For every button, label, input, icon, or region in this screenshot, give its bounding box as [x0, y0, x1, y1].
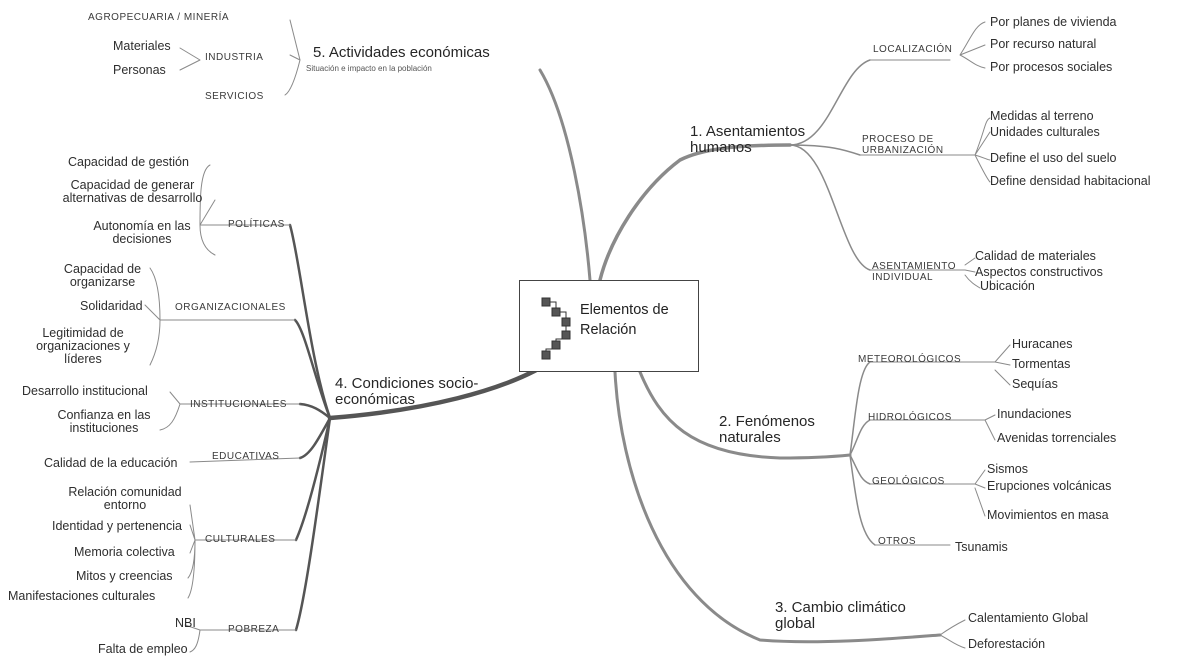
b4-item-5-3[interactable]: Memoria colectiva	[74, 545, 175, 559]
b1-item-1-2[interactable]: Por recurso natural	[990, 37, 1097, 51]
branch-4-title[interactable]: 4. Condiciones socio-económicas	[335, 375, 479, 408]
branch-5-title[interactable]: 5. Actividades económicas	[313, 44, 490, 61]
b2-item-3-2[interactable]: Erupciones volcánicas	[987, 479, 1112, 493]
b4-item-2-1[interactable]: Capacidad de organizarse	[63, 262, 142, 290]
b1-item-3-3[interactable]: Ubicación	[980, 279, 1035, 293]
b4-item-2-2[interactable]: Solidaridad	[80, 299, 143, 313]
b4-group-2-label[interactable]: ORGANIZACIONALES	[175, 302, 286, 313]
b4-item-3-1[interactable]: Desarrollo institucional	[22, 384, 148, 398]
b2-item-3-3[interactable]: Movimientos en masa	[987, 508, 1109, 522]
b1-item-2-1[interactable]: Medidas al terreno	[990, 109, 1094, 123]
central-topic-label: Elementos de Relación	[580, 302, 669, 338]
b1-item-2-2[interactable]: Unidades culturales	[990, 125, 1100, 139]
b1-item-3-2[interactable]: Aspectos constructivos	[975, 265, 1103, 279]
b1-item-3-1[interactable]: Calidad de materiales	[975, 249, 1096, 263]
b1-group-3-label[interactable]: ASENTAMIENTO INDIVIDUAL	[872, 261, 956, 283]
link-center-b5	[538, 68, 592, 282]
b2-group-4-label[interactable]: OTROS	[878, 536, 917, 547]
b5-item-2-2[interactable]: Personas	[113, 63, 166, 77]
b2-group-2-label[interactable]: HIDROLÓGICOS	[868, 412, 952, 423]
b4-item-5-5[interactable]: Manifestaciones culturales	[8, 589, 156, 603]
b2-item-1-2[interactable]: Tormentas	[1012, 357, 1071, 371]
b1-item-2-3[interactable]: Define el uso del suelo	[990, 151, 1117, 165]
b2-group-1-label[interactable]: METEOROLÓGICOS	[858, 354, 962, 365]
b2-item-2-1[interactable]: Inundaciones	[997, 407, 1072, 421]
b4-group-1-label[interactable]: POLÍTICAS	[228, 219, 285, 230]
b4-group-4-label[interactable]: EDUCATIVAS	[212, 451, 280, 462]
b5-group-3-label[interactable]: SERVICIOS	[205, 91, 264, 102]
b2-item-3-1[interactable]: Sismos	[987, 462, 1028, 476]
b4-item-5-1[interactable]: Relación comunidad entorno	[68, 485, 182, 513]
b5-group-2-label[interactable]: INDUSTRIA	[205, 52, 264, 63]
b4-item-6-2[interactable]: Falta de empleo	[98, 642, 188, 656]
b3-item-1[interactable]: Calentamiento Global	[968, 611, 1089, 625]
b4-group-5-label[interactable]: CULTURALES	[205, 534, 276, 545]
b2-item-4-1[interactable]: Tsunamis	[955, 540, 1008, 554]
branch-5-subtitle: Situación e impacto en la población	[306, 64, 432, 73]
b2-group-3-label[interactable]: GEOLÓGICOS	[872, 476, 945, 487]
link-center-b1	[598, 143, 792, 282]
b2-item-2-2[interactable]: Avenidas torrenciales	[997, 431, 1117, 445]
b5-group-1-label[interactable]: AGROPECUARIA / MINERÍA	[88, 12, 230, 23]
b1-item-1-1[interactable]: Por planes de vivienda	[990, 15, 1117, 29]
link-center-b2	[638, 370, 852, 460]
b1-item-2-4[interactable]: Define densidad habitacional	[990, 174, 1151, 188]
central-topic[interactable]: Elementos de Relación	[519, 280, 699, 372]
b4-item-5-2[interactable]: Identidad y pertenencia	[52, 519, 182, 533]
link-center-b3	[613, 370, 942, 644]
b4-item-1-3[interactable]: Autonomía en las decisiones	[93, 219, 191, 247]
b4-item-4-1[interactable]: Calidad de la educación	[44, 456, 178, 470]
b4-item-2-3[interactable]: Legitimidad de organizaciones y líderes	[36, 326, 130, 367]
b4-item-1-1[interactable]: Capacidad de gestión	[68, 155, 189, 169]
branch-1-title[interactable]: 1. Asentamientos humanos	[690, 123, 806, 156]
link-center-b4	[327, 365, 543, 421]
b1-group-1-label[interactable]: LOCALIZACIÓN	[873, 44, 953, 55]
branch-2-title[interactable]: 2. Fenómenos naturales	[719, 413, 815, 446]
b3-item-2[interactable]: Deforestación	[968, 637, 1046, 651]
b4-group-6-label[interactable]: POBREZA	[228, 624, 280, 635]
b4-group-3-label[interactable]: INSTITUCIONALES	[190, 399, 287, 410]
b1-item-1-3[interactable]: Por procesos sociales	[990, 60, 1113, 74]
b4-item-1-2[interactable]: Capacidad de generar alternativas de des…	[62, 178, 203, 206]
b2-item-1-1[interactable]: Huracanes	[1012, 337, 1073, 351]
b4-item-3-2[interactable]: Confianza en las instituciones	[57, 408, 151, 436]
b1-group-2-label[interactable]: PROCESO DE URBANIZACIÓN	[862, 134, 944, 156]
b2-item-1-3[interactable]: Sequías	[1012, 377, 1058, 391]
b5-item-2-1[interactable]: Materiales	[113, 39, 171, 53]
b4-item-5-4[interactable]: Mitos y creencias	[76, 569, 173, 583]
stair-blocks-icon	[541, 297, 571, 360]
b4-item-6-1[interactable]: NBI	[175, 616, 196, 630]
branch-3-title[interactable]: 3. Cambio climático global	[775, 599, 906, 632]
